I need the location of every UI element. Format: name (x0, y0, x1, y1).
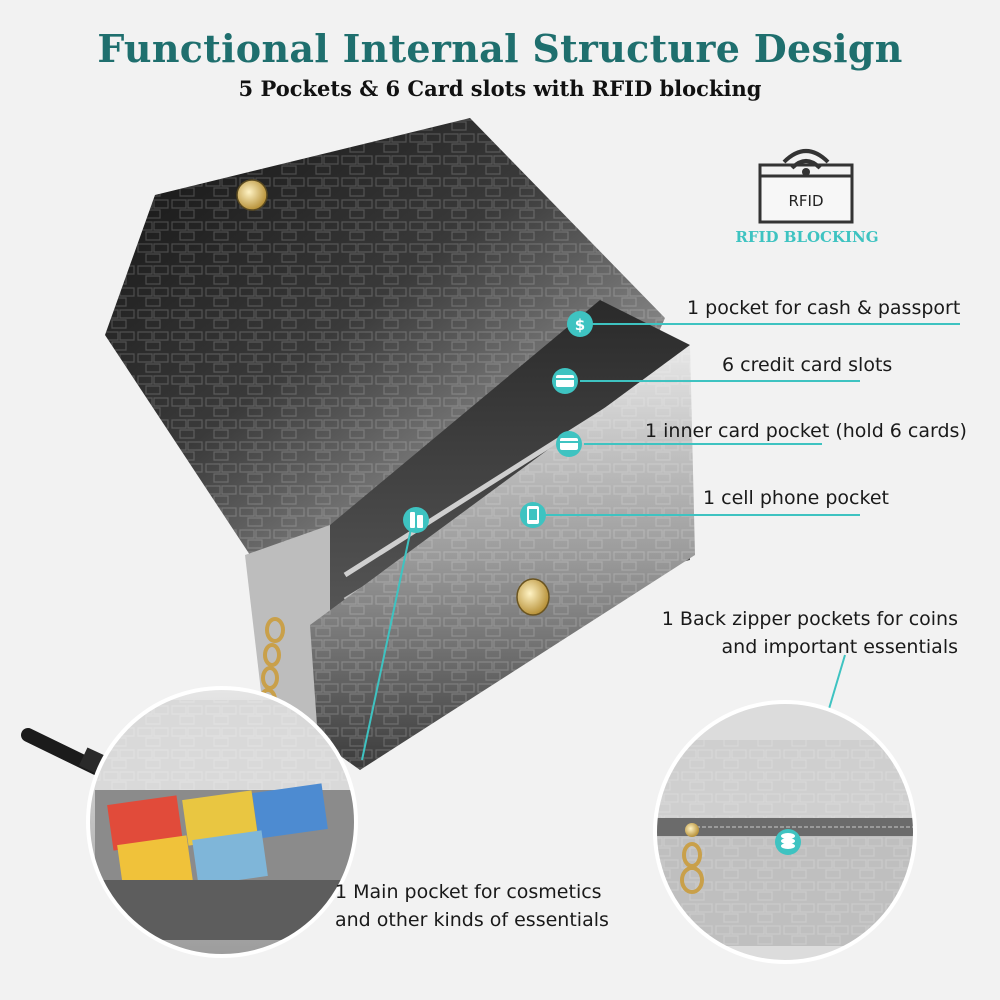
rfid-blocking-label: RFID BLOCKING (735, 228, 879, 246)
rfid-badge-text: RFID (788, 192, 823, 210)
page-subtitle: 5 Pockets & 6 Card slots with RFID block… (238, 76, 762, 101)
cosmetics-icon (403, 507, 429, 533)
credit-card-icon (552, 368, 578, 394)
cash-icon: $ (567, 311, 593, 337)
front-snap-button (516, 578, 550, 616)
callout-inner-card: 1 inner card pocket (hold 6 cards) (645, 420, 967, 442)
card-pocket-icon (556, 431, 582, 457)
callout-back-zipper: 1 Back zipper pockets for coins and impo… (662, 605, 958, 661)
callout-cell-phone: 1 cell phone pocket (703, 487, 889, 509)
svg-text:$: $ (575, 316, 585, 334)
back-zipper-zoom (653, 700, 917, 964)
coins-icon (775, 829, 801, 855)
page-title: Functional Internal Structure Design (97, 26, 903, 71)
callout-cash-passport: 1 pocket for cash & passport (687, 297, 961, 319)
rfid-icon (758, 149, 854, 224)
callout-back-zipper-line1: 1 Back zipper pockets for coins (661, 608, 958, 630)
phone-icon (520, 502, 546, 528)
callout-main-pocket-line1: 1 Main pocket for cosmetics (335, 881, 602, 903)
callout-credit-slots: 6 credit card slots (722, 354, 893, 376)
flap-snap-button (236, 179, 268, 211)
callout-back-zipper-line2: and important essentials (721, 636, 958, 658)
main-pocket-zoom (86, 686, 358, 958)
bag-front (310, 345, 695, 770)
callout-main-pocket: 1 Main pocket for cosmetics and other ki… (335, 878, 609, 934)
callout-main-pocket-line2: and other kinds of essentials (335, 909, 609, 931)
bag-side-panel (245, 525, 330, 770)
